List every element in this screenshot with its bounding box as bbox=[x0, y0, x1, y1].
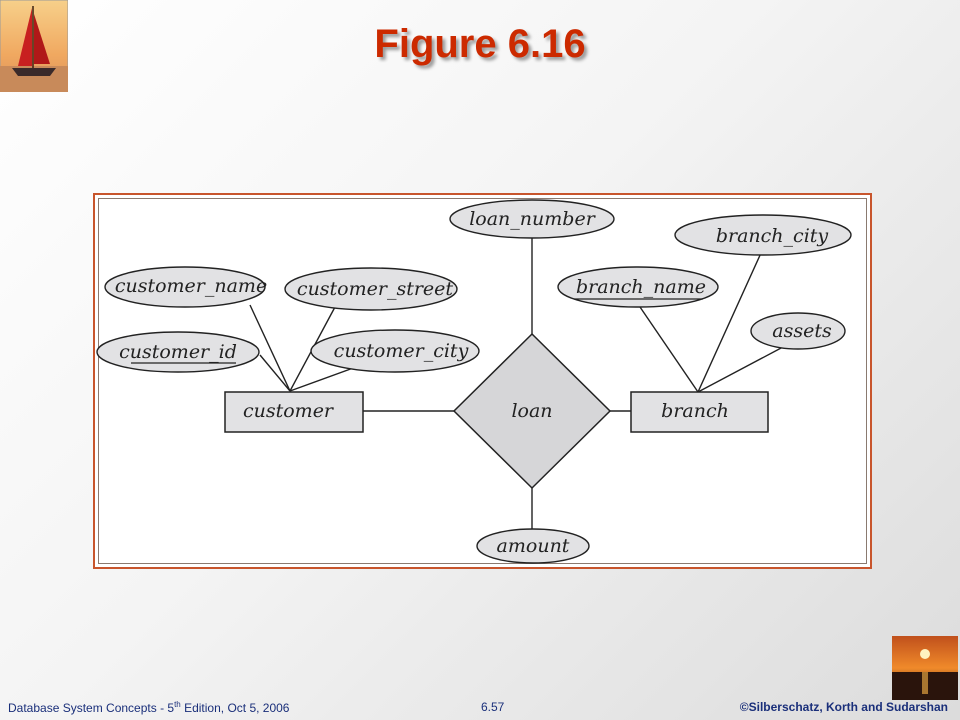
footer-book-info: Database System Concepts - 5th Edition, … bbox=[8, 700, 290, 715]
attr-branch-city bbox=[674, 214, 852, 256]
edge-customer-name bbox=[249, 304, 291, 392]
entity-branch-label: branch bbox=[661, 400, 729, 422]
attr-branch-name bbox=[557, 266, 719, 308]
er-diagram: loan customer branch loan_number branch_… bbox=[96, 199, 852, 564]
edge-assets bbox=[697, 346, 784, 393]
page-title: Figure 6.16 bbox=[374, 22, 586, 66]
edge-branch-name bbox=[639, 306, 699, 393]
attr-branch-city-label: branch_city bbox=[716, 225, 829, 247]
sunset-logo bbox=[892, 636, 958, 700]
attr-assets bbox=[750, 312, 846, 350]
footer-page-number: 6.57 bbox=[481, 700, 505, 714]
attr-customer-id-label: customer_id bbox=[119, 341, 237, 363]
entity-customer bbox=[224, 391, 364, 433]
attr-customer-id bbox=[96, 331, 260, 373]
attr-loan-number bbox=[449, 199, 615, 239]
attr-branch-name-label: branch_name bbox=[576, 276, 706, 298]
footer-copyright: ©Silberschatz, Korth and Sudarshan bbox=[739, 700, 948, 714]
attr-amount bbox=[476, 528, 590, 564]
edge-branch-city bbox=[697, 252, 762, 393]
attr-customer-street bbox=[284, 267, 458, 311]
figure-inner-border bbox=[98, 198, 867, 564]
edge-customer-id bbox=[259, 354, 291, 392]
attr-customer-name bbox=[104, 266, 266, 308]
attr-amount-label: amount bbox=[497, 535, 570, 557]
entity-customer-label: customer bbox=[243, 400, 335, 422]
attr-customer-city-label: customer_city bbox=[334, 340, 469, 362]
attr-customer-name-label: customer_name bbox=[115, 275, 267, 297]
attr-assets-label: assets bbox=[772, 320, 832, 342]
sailboat-logo bbox=[0, 0, 68, 92]
relationship-loan bbox=[452, 332, 612, 490]
attr-customer-city bbox=[310, 329, 480, 373]
figure-frame: loan customer branch loan_number branch_… bbox=[93, 193, 872, 569]
relationship-loan-label: loan bbox=[511, 400, 552, 422]
attr-customer-street-label: customer_street bbox=[297, 278, 454, 300]
attr-loan-number-label: loan_number bbox=[469, 208, 596, 230]
entity-branch bbox=[630, 391, 769, 433]
